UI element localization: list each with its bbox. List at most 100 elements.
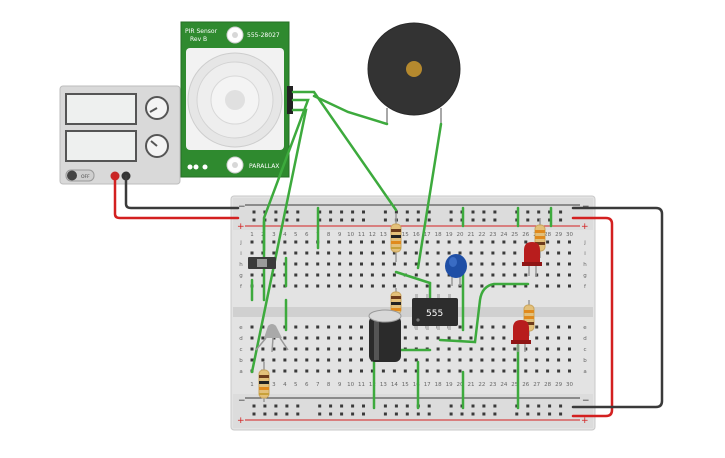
breadboard-hole[interactable] — [425, 262, 429, 266]
breadboard-hole[interactable] — [524, 240, 528, 244]
breadboard-hole[interactable] — [349, 273, 353, 277]
breadboard-hole[interactable] — [305, 358, 309, 362]
breadboard-hole[interactable] — [425, 284, 429, 288]
breadboard-hole[interactable] — [272, 369, 276, 373]
breadboard-hole[interactable] — [535, 336, 539, 340]
breadboard-hole[interactable] — [537, 412, 541, 416]
breadboard-hole[interactable] — [502, 240, 506, 244]
breadboard-hole[interactable] — [360, 325, 363, 329]
breadboard-hole[interactable] — [502, 369, 506, 373]
breadboard-hole[interactable] — [458, 347, 462, 351]
pir-header-pins[interactable] — [287, 86, 293, 114]
breadboard-hole[interactable] — [491, 273, 495, 277]
breadboard-hole[interactable] — [513, 369, 517, 373]
breadboard-hole[interactable] — [272, 358, 276, 362]
breadboard-hole[interactable] — [546, 336, 550, 340]
breadboard-hole[interactable] — [469, 369, 473, 373]
breadboard-hole[interactable] — [351, 412, 355, 416]
slide-switch[interactable] — [248, 257, 276, 269]
breadboard-hole[interactable] — [392, 369, 396, 373]
breadboard-hole[interactable] — [546, 262, 550, 266]
breadboard-hole[interactable] — [294, 262, 298, 266]
breadboard-hole[interactable] — [327, 262, 331, 266]
breadboard-hole[interactable] — [294, 325, 298, 329]
breadboard-hole[interactable] — [568, 336, 571, 340]
breadboard-hole[interactable] — [261, 336, 265, 340]
breadboard-hole[interactable] — [557, 369, 561, 373]
breadboard-hole[interactable] — [460, 412, 464, 416]
breadboard-hole[interactable] — [263, 412, 267, 416]
breadboard-hole[interactable] — [338, 369, 342, 373]
breadboard-hole[interactable] — [327, 347, 331, 351]
breadboard-hole[interactable] — [316, 273, 320, 277]
breadboard-hole[interactable] — [294, 273, 298, 277]
breadboard-hole[interactable] — [392, 284, 396, 288]
breadboard-hole[interactable] — [458, 369, 462, 373]
breadboard-hole[interactable] — [250, 347, 254, 351]
breadboard-hole[interactable] — [546, 347, 550, 351]
breadboard-hole[interactable] — [285, 404, 289, 408]
breadboard-hole[interactable] — [403, 325, 407, 329]
breadboard-hole[interactable] — [471, 404, 475, 408]
breadboard-hole[interactable] — [436, 273, 440, 277]
breadboard-hole[interactable] — [327, 284, 331, 288]
breadboard-hole[interactable] — [274, 210, 278, 214]
breadboard-hole[interactable] — [535, 325, 539, 329]
breadboard-hole[interactable] — [546, 251, 550, 255]
breadboard-hole[interactable] — [381, 251, 385, 255]
breadboard-hole[interactable] — [338, 284, 342, 288]
breadboard-hole[interactable] — [351, 404, 355, 408]
breadboard-hole[interactable] — [252, 412, 256, 416]
breadboard-hole[interactable] — [338, 336, 342, 340]
breadboard-hole[interactable] — [283, 251, 287, 255]
breadboard-hole[interactable] — [250, 336, 254, 340]
breadboard-hole[interactable] — [548, 404, 552, 408]
breadboard-hole[interactable] — [414, 358, 418, 362]
breadboard-hole[interactable] — [471, 412, 475, 416]
breadboard-hole[interactable] — [502, 325, 506, 329]
breadboard-hole[interactable] — [250, 251, 254, 255]
breadboard-hole[interactable] — [480, 262, 484, 266]
breadboard-hole[interactable] — [524, 369, 528, 373]
resistor-pir[interactable] — [258, 362, 270, 402]
led-top[interactable] — [522, 242, 542, 276]
breadboard-hole[interactable] — [318, 404, 322, 408]
breadboard-hole[interactable] — [469, 251, 473, 255]
breadboard-hole[interactable] — [502, 336, 506, 340]
breadboard-hole[interactable] — [338, 240, 342, 244]
breadboard-hole[interactable] — [546, 369, 550, 373]
breadboard-hole[interactable] — [557, 336, 561, 340]
breadboard-hole[interactable] — [436, 336, 440, 340]
breadboard-hole[interactable] — [403, 336, 407, 340]
buzzer-lead-wire-1[interactable] — [312, 94, 389, 126]
breadboard-hole[interactable] — [349, 347, 353, 351]
breadboard-hole[interactable] — [285, 218, 289, 222]
breadboard-hole[interactable] — [405, 218, 409, 222]
breadboard-hole[interactable] — [403, 262, 407, 266]
breadboard-hole[interactable] — [513, 273, 517, 277]
breadboard-hole[interactable] — [316, 369, 320, 373]
breadboard-hole[interactable] — [383, 412, 387, 416]
breadboard-hole[interactable] — [340, 412, 344, 416]
breadboard-hole[interactable] — [502, 273, 506, 277]
breadboard-hole[interactable] — [537, 404, 541, 408]
breadboard-hole[interactable] — [349, 262, 353, 266]
breadboard-hole[interactable] — [349, 358, 353, 362]
breadboard-hole[interactable] — [546, 284, 550, 288]
breadboard-hole[interactable] — [362, 412, 365, 416]
breadboard-hole[interactable] — [449, 412, 453, 416]
breadboard-hole[interactable] — [568, 262, 571, 266]
breadboard-hole[interactable] — [294, 369, 298, 373]
breadboard-hole[interactable] — [458, 325, 462, 329]
breadboard-hole[interactable] — [546, 358, 550, 362]
breadboard-hole[interactable] — [360, 273, 363, 277]
breadboard-hole[interactable] — [316, 358, 320, 362]
black-rail-link-wire[interactable] — [571, 206, 664, 409]
breadboard-hole[interactable] — [568, 273, 571, 277]
breadboard-hole[interactable] — [436, 251, 440, 255]
breadboard-hole[interactable] — [381, 284, 385, 288]
breadboard-hole[interactable] — [458, 358, 462, 362]
breadboard-hole[interactable] — [436, 284, 440, 288]
breadboard-hole[interactable] — [427, 404, 431, 408]
breadboard-hole[interactable] — [427, 218, 431, 222]
